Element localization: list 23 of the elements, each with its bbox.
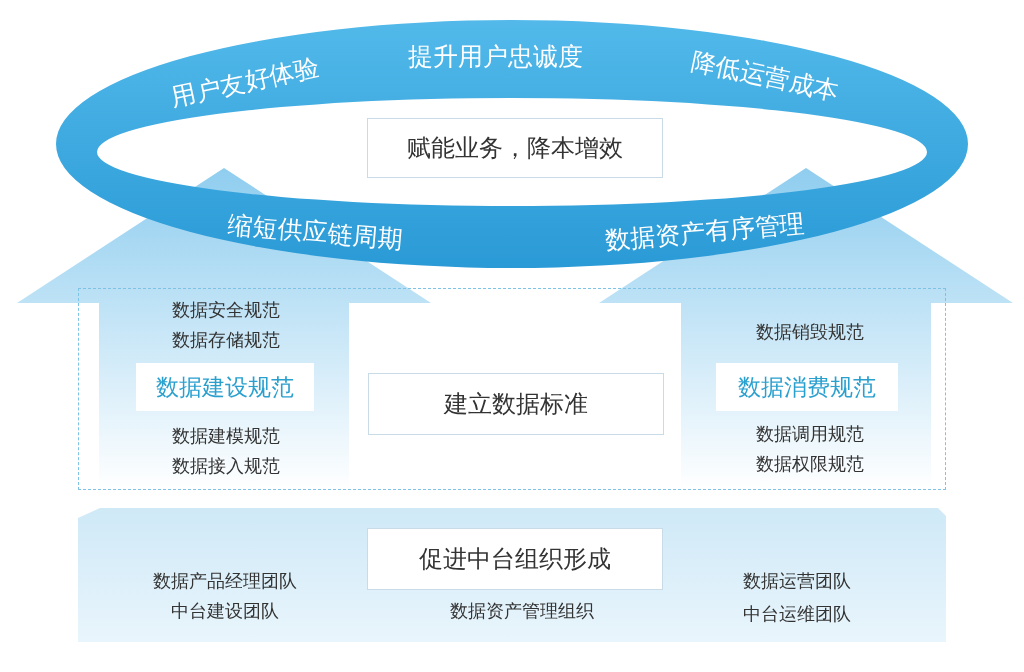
list-item: 数据存储规范	[172, 328, 280, 352]
category-box: 数据建设规范	[136, 363, 314, 411]
dashed-frame	[78, 288, 946, 490]
list-item: 数据调用规范	[756, 422, 864, 446]
list-item: 数据建模规范	[172, 424, 280, 448]
team-label: 数据运营团队	[743, 569, 851, 593]
list-item: 数据销毁规范	[756, 320, 864, 344]
ring-label: 数据资产有序管理	[603, 207, 807, 258]
ring-label: 降低运营成本	[688, 45, 842, 108]
list-item: 数据权限规范	[756, 452, 864, 476]
team-label: 数据资产管理组织	[450, 599, 594, 623]
goal-box: 赋能业务，降本增效	[367, 118, 663, 178]
category-box: 数据消费规范	[716, 363, 898, 411]
title-box: 促进中台组织形成	[367, 528, 663, 590]
standard-box: 建立数据标准	[368, 373, 664, 435]
ring-label: 提升用户忠诚度	[407, 40, 583, 73]
team-label: 数据产品经理团队	[153, 569, 297, 593]
team-label: 中台运维团队	[743, 602, 851, 626]
list-item: 数据安全规范	[172, 298, 280, 322]
team-label: 中台建设团队	[171, 599, 279, 623]
list-item: 数据接入规范	[172, 454, 280, 478]
ring-label: 缩短供应链周期	[226, 208, 404, 257]
ring-label: 用户友好体验	[168, 51, 322, 114]
